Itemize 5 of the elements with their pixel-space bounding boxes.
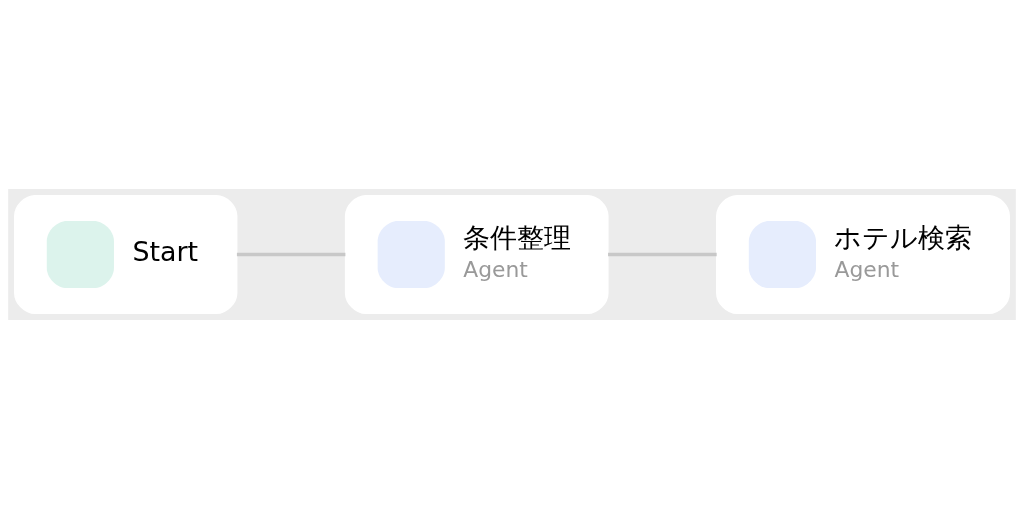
node-box: 条件整理 Agent — [344, 194, 609, 315]
node-box: Start — [14, 194, 238, 315]
node-box: ホテル検索 Agent — [716, 194, 1010, 315]
connector — [236, 252, 346, 257]
connector — [608, 252, 717, 257]
